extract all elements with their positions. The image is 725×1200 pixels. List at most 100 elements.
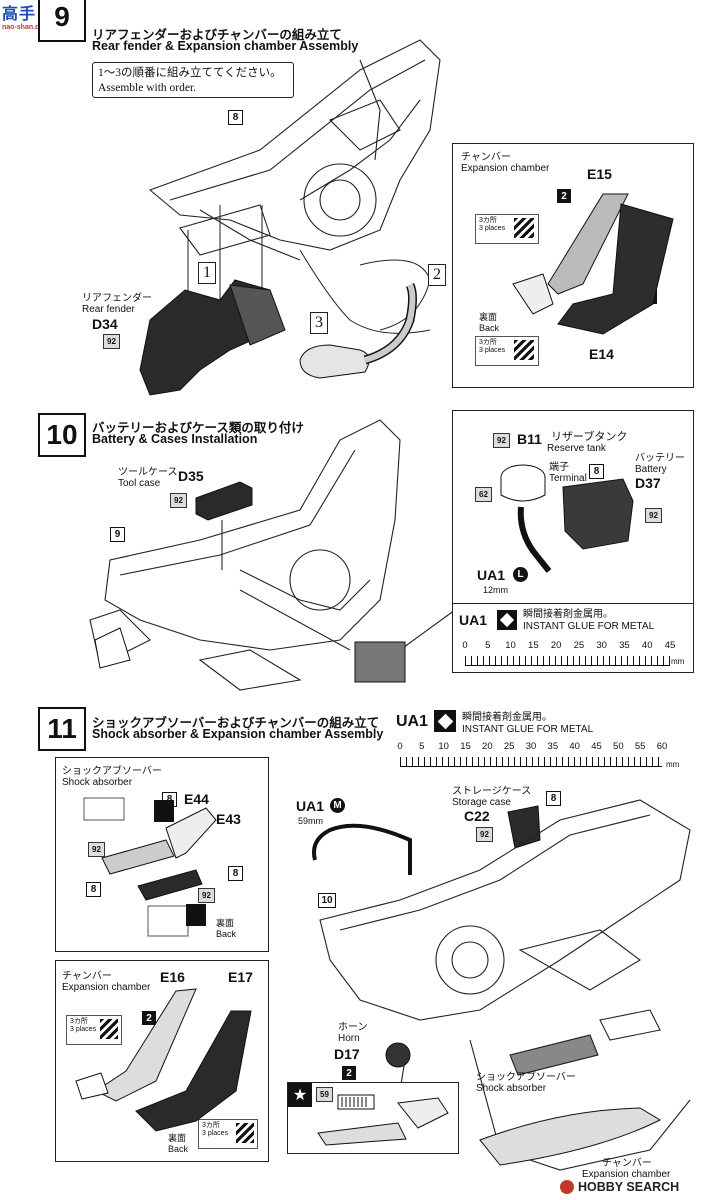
order-note-en: Assemble with order. — [98, 82, 197, 94]
step-10-glue-part: UA1 — [459, 612, 488, 628]
decal-shapes — [317, 1094, 449, 1146]
ruler-tick-label: 25 — [573, 640, 585, 651]
chamber11-part-e17: E17 — [228, 969, 253, 985]
storage-case-part-id: C22 — [464, 808, 490, 824]
order-mark-1: 1 — [198, 262, 216, 284]
step-11-ruler-ticks — [400, 757, 662, 767]
terminal-label-jp: 端子 — [549, 462, 569, 473]
step-9-order-note: 1～3の順番に組み立ててください。 Assemble with order. — [92, 62, 294, 98]
chamber11-back-en: Back — [168, 1144, 189, 1154]
shock-tag-c: 8 — [86, 882, 101, 897]
horn-part-id: D17 — [334, 1046, 360, 1062]
hatch-icon-3 — [100, 1019, 118, 1039]
shock-absorber-box: ショックアブソーバー Shock absorber 8 E44 E43 92 8… — [55, 757, 269, 952]
shock-label-en: Shock absorber — [62, 777, 133, 788]
step-10-glue-en: INSTANT GLUE FOR METAL — [523, 621, 655, 632]
watermark-site: nao-shan.com — [2, 24, 50, 31]
storage-case-tag: 8 — [546, 791, 561, 806]
battery-color: 92 — [645, 508, 662, 523]
reserve-tank-color: 92 — [493, 433, 510, 448]
footer-logo: HOBBY SEARCH — [560, 1180, 679, 1194]
tool-case-label-jp: ツールケース — [118, 467, 178, 478]
chamber-places-box-top: 3カ所 3 places — [475, 214, 539, 244]
ruler-tick-label: 10 — [438, 741, 449, 752]
hatch-icon-4 — [236, 1123, 254, 1143]
step-10-ruler-unit: mm — [671, 657, 685, 666]
step-11-glue-en: INSTANT GLUE FOR METAL — [462, 724, 594, 735]
chamber11-places-box-a: 3カ所 3 places — [66, 1015, 122, 1045]
shock-main-label-en: Shock absorber — [476, 1083, 547, 1094]
ruler-tick-label: 30 — [525, 741, 537, 752]
horn-label-jp: ホーン — [338, 1022, 368, 1033]
order-note-jp: 1～3の順番に組み立ててください。 — [98, 67, 282, 79]
places-jp-2: 3カ所 — [479, 339, 497, 346]
rear-fender-label-en: Rear fender — [82, 304, 135, 315]
chamber11-places-en-2: 3 places — [202, 1130, 229, 1137]
step-11-number: 11 — [38, 707, 86, 751]
step-10-glue-jp: 瞬間接着剤金属用。 — [523, 609, 613, 620]
decal-box: ★ 59 — [287, 1082, 459, 1154]
chamber11-label-en: Expansion chamber — [62, 982, 151, 993]
step-11-tube-part-id: UA1 — [296, 798, 325, 814]
shock-shapes — [83, 797, 217, 937]
step-11-title-en: Shock absorber & Expansion chamber Assem… — [92, 727, 384, 741]
step-11-ruler-unit: mm — [666, 760, 680, 769]
step-10-ruler-base — [465, 664, 670, 666]
step-10-number: 10 — [38, 413, 86, 457]
chamber11-places-box-b: 3カ所 3 places — [198, 1119, 258, 1149]
decal-star-icon: ★ — [288, 1083, 312, 1107]
step-10-title-en: Battery & Cases Installation — [92, 432, 258, 446]
terminal-tag: 8 — [589, 464, 604, 479]
step-11-part-tag: 10 — [318, 893, 336, 908]
ruler-tick-label: 5 — [485, 640, 491, 651]
horn-label-en: Horn — [338, 1033, 360, 1044]
step-10-part-tag: 9 — [110, 527, 125, 542]
order-mark-2-text: 2 — [433, 266, 441, 283]
ruler-tick-label: 15 — [460, 741, 471, 752]
step-11-glue-part: UA1 — [396, 713, 429, 730]
ruler-tick-label: 5 — [419, 741, 425, 752]
shock-back-jp: 裏面 — [216, 918, 235, 928]
ruler-tick-label: 20 — [482, 741, 493, 752]
ruler-tick-label: 10 — [505, 640, 516, 651]
horn-tag: 2 — [342, 1066, 356, 1080]
rear-fender-label-jp: リアフェンダー — [82, 293, 152, 304]
ruler-tick-label: 40 — [641, 640, 653, 651]
ruler-tick-label: 45 — [591, 741, 602, 752]
tube-badge-m: M — [330, 798, 345, 813]
chamber-part-e15: E15 — [587, 166, 612, 182]
chamber-places-box-bottom: 3カ所 3 places — [475, 336, 539, 366]
chamber-back-en: Back — [479, 323, 500, 333]
chamber11-places-en: 3 places — [70, 1026, 97, 1033]
ruler-tick-label: 35 — [547, 741, 559, 752]
step-10-tube-length: 12mm — [483, 585, 509, 595]
chamber11-places-jp: 3カ所 — [70, 1018, 88, 1025]
shock-color-a: 92 — [88, 842, 105, 857]
shock-part-e43: E43 — [216, 811, 241, 827]
ruler-tick-label: 60 — [656, 741, 668, 752]
terminal-label-en: Terminal — [549, 473, 587, 484]
order-mark-3: 3 — [310, 312, 328, 334]
step-10-glue-diamond-icon — [497, 610, 517, 630]
battery-shapes — [500, 464, 634, 573]
reserve-tank-label-jp: リザーブタンク — [551, 431, 628, 443]
tool-case-part-id: D35 — [178, 468, 204, 484]
reserve-tank-color-2: 62 — [475, 487, 492, 502]
chamber11-places-jp-2: 3カ所 — [202, 1122, 220, 1129]
shock-tag-b: 8 — [228, 866, 243, 881]
step-11-chamber-box: チャンバー Expansion chamber E16 E17 2 3カ所 3 … — [55, 960, 269, 1162]
step-11-title-jp: ショックアブソーバーおよびチャンバーの組み立て — [92, 716, 380, 730]
ruler-tick-label: 50 — [613, 741, 624, 752]
shock-part-e44: E44 — [184, 791, 209, 807]
chamber-label-jp: チャンバー — [461, 152, 511, 163]
ruler-tick-label: 30 — [596, 640, 607, 651]
ruler-tick-label: 40 — [569, 741, 580, 752]
chamber11-label-jp: チャンバー — [62, 971, 112, 982]
chamber-label-en: Expansion chamber — [461, 163, 550, 174]
ruler-tick-label: 0 — [397, 741, 403, 752]
step-10-ruler-ticks — [465, 656, 670, 666]
chamber-shapes — [512, 193, 674, 335]
watermark-logo-chars: 高手 — [2, 6, 37, 23]
step-9-number: 9 — [38, 0, 86, 42]
